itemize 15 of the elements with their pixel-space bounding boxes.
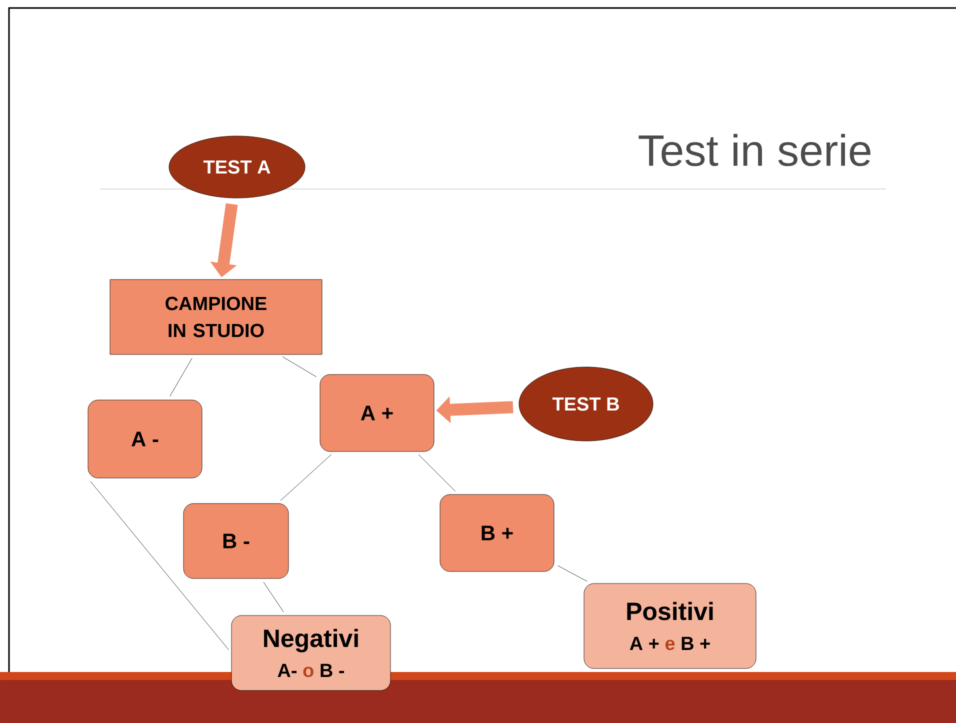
connector-line (558, 565, 588, 582)
connector-line (280, 454, 332, 501)
slide-title: Test in serie (638, 134, 870, 166)
result-box: B - (183, 503, 289, 579)
connector-line (90, 481, 229, 650)
result-box: A - (88, 400, 202, 478)
result-box: A + (320, 374, 434, 452)
connector-line (418, 454, 456, 492)
connector-line (282, 356, 317, 378)
outcome-box: Negativi A- o B - (231, 615, 391, 691)
outcome-box: Positivi A + e B + (584, 583, 756, 669)
connector-line (170, 358, 192, 397)
connector-line (263, 582, 284, 612)
sample-box: CAMPIONE IN STUDIO (110, 279, 322, 355)
result-box: B + (440, 494, 554, 572)
